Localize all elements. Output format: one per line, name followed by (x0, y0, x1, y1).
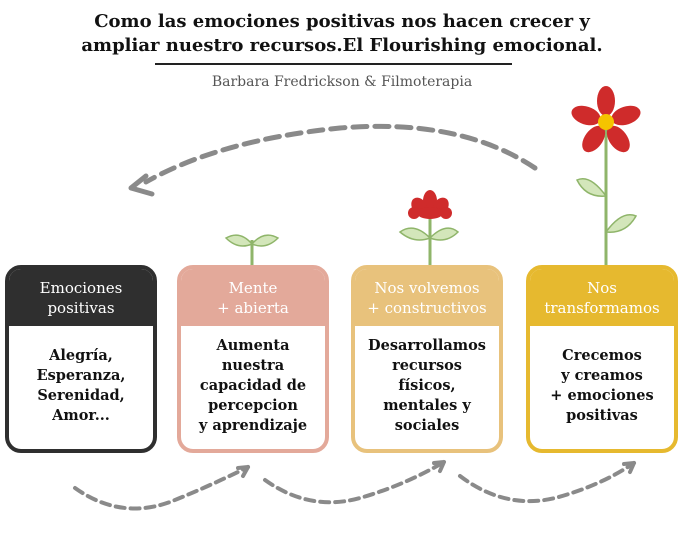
card-header: Nos volvemos + constructivos (355, 269, 499, 326)
return-arrow (128, 123, 538, 197)
progress-arrow-1 (73, 465, 250, 511)
page-title: Como las emociones positivas nos hacen c… (0, 10, 684, 58)
title-line-2: ampliar nuestro recursos.El Flourishing … (81, 35, 603, 56)
progress-arrow-3 (458, 461, 636, 504)
card-header-text: Nos volvemos + constructivos (367, 278, 487, 317)
sprout-icon (224, 234, 280, 266)
card-nos-volvemos-constructivos: Nos volvemos + constructivos Desarrollam… (351, 265, 503, 453)
card-header-text: Emociones positivas (39, 278, 123, 317)
card-header-text: Nos transformamos (544, 278, 660, 317)
card-header: Nos transformamos (530, 269, 674, 326)
small-flower-icon (398, 190, 460, 266)
progress-arrow-2 (263, 460, 446, 505)
title-divider (155, 63, 512, 65)
card-header-text: Mente + abierta (217, 278, 289, 317)
subtitle: Barbara Fredrickson & Filmoterapia (211, 74, 473, 90)
big-flower-icon (571, 86, 641, 266)
card-body: Crecemos y creamos + emociones positivas (550, 347, 654, 424)
card-header: Emociones positivas (9, 269, 153, 326)
card-body: Desarrollamos recursos físicos, mentales… (368, 337, 486, 434)
card-emociones-positivas: Emociones positivas Alegría, Esperanza, … (5, 265, 157, 453)
flower-center (598, 114, 614, 130)
card-body: Aumenta nuestra capacidad de percepcion … (198, 337, 308, 434)
card-header: Mente + abierta (181, 269, 325, 326)
card-mente-abierta: Mente + abierta Aumenta nuestra capacida… (177, 265, 329, 453)
card-nos-transformamos: Nos transformamos Crecemos y creamos + e… (526, 265, 678, 453)
card-body: Alegría, Esperanza, Serenidad, Amor... (36, 347, 126, 424)
title-line-1: Como las emociones positivas nos hacen c… (94, 11, 590, 32)
